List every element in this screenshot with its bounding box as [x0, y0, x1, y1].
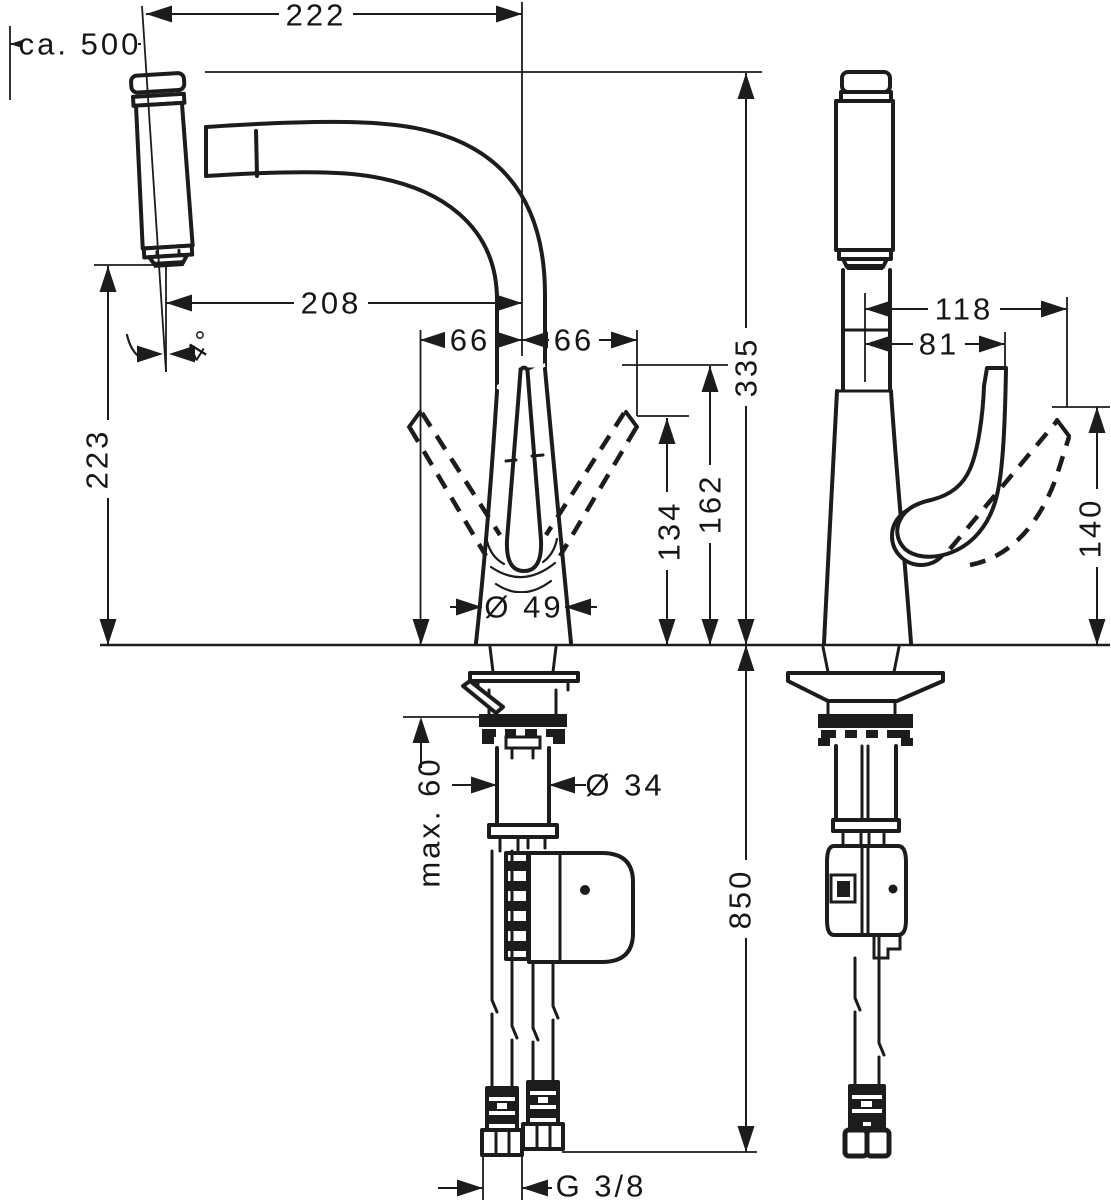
dim-pullout-extension: ca. 500 [19, 27, 142, 62]
dim-shank-diameter: Ø 34 [585, 768, 664, 803]
shank-tube-side [834, 744, 898, 822]
reference-lines [9, 2, 1110, 1200]
hose-nut-a [480, 1128, 524, 1157]
dim-handle-swing-right: 66 [554, 323, 594, 358]
spout-outer-edge [204, 119, 547, 369]
mounting-flange-side [786, 671, 945, 703]
weight-screw-dot [580, 885, 590, 895]
dim-handle-swing-left: 66 [450, 323, 490, 358]
handle-lever-upright [504, 365, 544, 573]
shank-tube-front [495, 746, 551, 827]
hose-nut-side-1 [842, 1127, 870, 1159]
shank-end-flange-side [831, 818, 901, 833]
handle-lever-side [895, 366, 1008, 559]
spout-seam [254, 129, 259, 178]
weight-window [829, 873, 857, 904]
dim-depth-overall: 118 [935, 292, 993, 327]
handle-raised-edge2 [969, 436, 1072, 568]
dim-body-base-diameter: Ø 49 [484, 590, 563, 625]
mounting-hardware-front [461, 645, 580, 853]
body-shading-arc-2 [494, 579, 553, 594]
dim-handle-raised-height: 140 [1073, 498, 1108, 559]
supply-hose-side [842, 933, 892, 1159]
dim-handle-tip-height: 134 [652, 501, 687, 562]
hose-weight-front [504, 851, 635, 964]
spout-inner-edge [204, 170, 499, 393]
body-shading-arc-1 [489, 561, 557, 579]
spray-axis-extension [141, 5, 167, 373]
spray-head-cap [129, 71, 187, 95]
handle-raised-edge1 [948, 419, 1059, 551]
body-front-edge-side [822, 389, 839, 645]
dim-handle-depth: 81 [919, 327, 959, 362]
mounting-flange-front [468, 671, 580, 683]
dim-spray-angle: 4° [179, 323, 223, 367]
dim-spout-projection: 208 [301, 286, 362, 321]
hose-weight-side [825, 844, 908, 960]
spray-outlet [153, 260, 184, 268]
dim-width-overall: 222 [286, 0, 347, 33]
handle-dome-arc-right [541, 537, 559, 564]
shank-end-flange [487, 823, 559, 839]
stabilizer-plate-front [479, 714, 567, 727]
handle-swung-right-edge2 [544, 411, 626, 537]
hose-weight-block [527, 851, 635, 964]
dim-overall-height: 335 [729, 337, 764, 398]
dim-outlet-height: 223 [80, 429, 115, 490]
handle-side [890, 366, 1072, 568]
dim-hose-drop-length: 850 [723, 869, 758, 930]
spray-head [129, 71, 195, 268]
dim-supply-thread: G 3/8 [556, 1169, 647, 1200]
hose-nut-b [521, 1122, 565, 1151]
hose-nut-side-2 [864, 1127, 892, 1159]
spray-head-cap-side [840, 70, 892, 94]
handle-dome-arc-left [485, 539, 506, 566]
body-right-edge [543, 367, 573, 645]
handle-swung-left-edge2 [420, 411, 502, 537]
dim-max-deck-thickness: max. 60 [412, 756, 447, 887]
spray-head-side [834, 70, 895, 270]
mounting-screw [461, 679, 505, 715]
spray-head-body [134, 100, 195, 251]
stabilizer-plate-side [818, 714, 913, 728]
faucet-body-side [822, 268, 913, 645]
hose-clamp [504, 735, 542, 760]
weight-clip [872, 933, 902, 960]
dim-handle-upper-height: 162 [693, 474, 728, 535]
handle-front [407, 365, 639, 594]
spray-head-body-side [834, 99, 895, 252]
side-view [786, 70, 1072, 1159]
supply-hoses-front [480, 849, 565, 1157]
front-view [129, 71, 639, 1157]
mounting-hardware-side [786, 645, 945, 848]
